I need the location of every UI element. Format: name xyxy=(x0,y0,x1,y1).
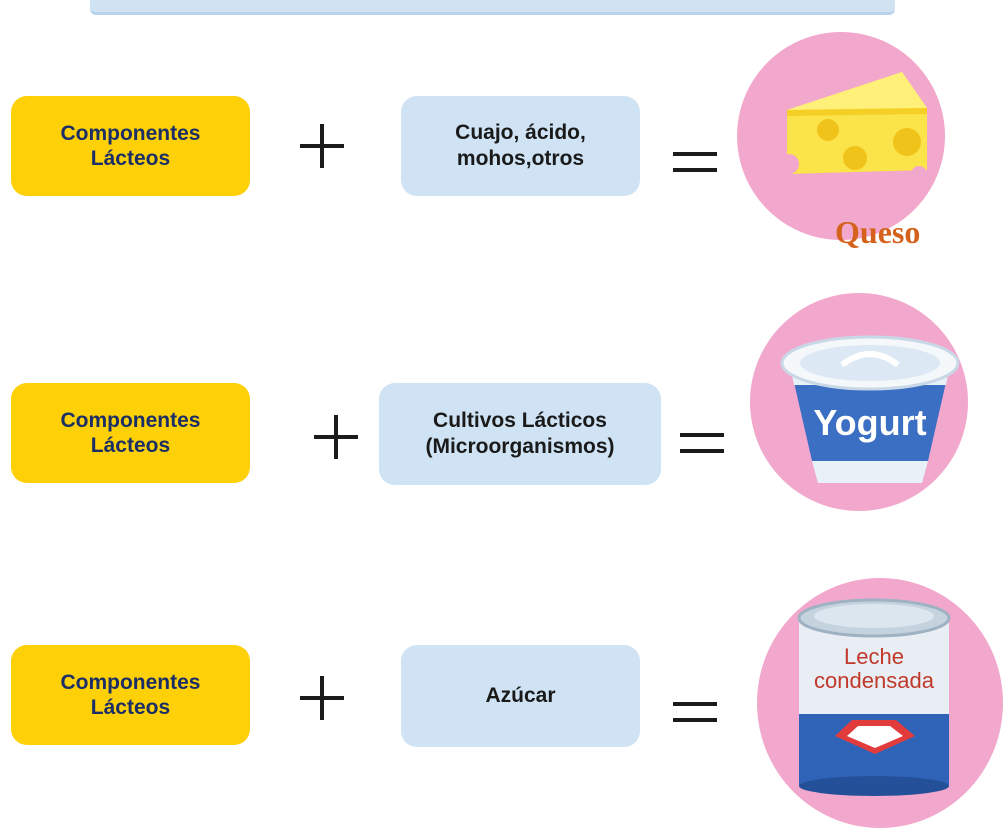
plus-icon xyxy=(300,676,344,720)
row-queso: Componentes Lácteos Cuajo, ácido, mohos,… xyxy=(0,32,1003,250)
cheese-icon xyxy=(779,72,927,182)
leche-label: Leche xyxy=(844,644,904,669)
condensada-label: condensada xyxy=(814,668,935,693)
plus-icon xyxy=(314,415,358,459)
yogurt-circle: Yogurt xyxy=(750,293,968,511)
row-yogurt: Componentes Lácteos Cultivos Lácticos (M… xyxy=(0,293,1003,515)
ingredient-box: Cuajo, ácido, mohos,otros xyxy=(401,96,640,196)
plus-icon xyxy=(300,124,344,168)
queso-circle xyxy=(737,32,945,240)
condensed-milk-can-icon: Leche condensada xyxy=(797,598,951,796)
dairy-components-box: Componentes Lácteos xyxy=(11,96,250,196)
ingredient-box: Cultivos Lácticos (Microorganismos) xyxy=(379,383,661,485)
equals-icon xyxy=(673,152,717,172)
queso-label: Queso xyxy=(835,214,921,250)
dairy-components-box: Componentes Lácteos xyxy=(11,383,250,483)
equals-icon xyxy=(673,702,717,722)
yogurt-cup-icon: Yogurt xyxy=(780,335,960,483)
ingredient-box: Azúcar xyxy=(401,645,640,747)
top-decorative-bar xyxy=(90,0,895,15)
leche-condensada-circle: Leche condensada xyxy=(757,578,1003,828)
equals-icon xyxy=(680,433,724,453)
yogurt-label: Yogurt xyxy=(813,402,926,443)
row-leche-condensada: Componentes Lácteos Azúcar Leche condens… xyxy=(0,578,1003,828)
dairy-components-box: Componentes Lácteos xyxy=(11,645,250,745)
